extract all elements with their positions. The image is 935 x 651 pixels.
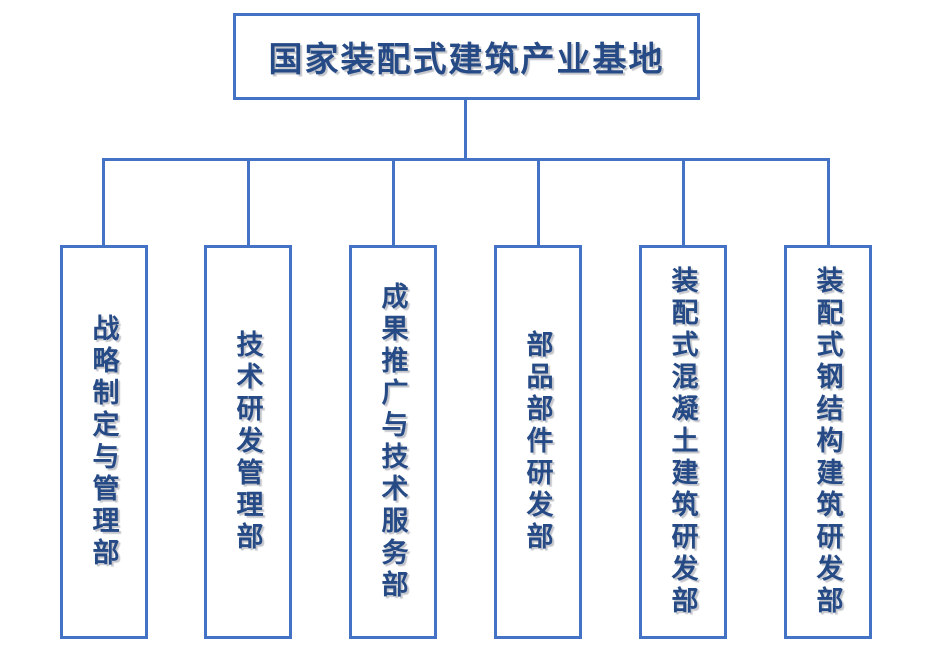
connector-drop-3: [392, 158, 395, 246]
dept-node-strategy: 战略制定与管理部: [60, 245, 148, 639]
connector-drop-6: [827, 158, 830, 246]
dept-node-label: 成果推广与技术服务部: [377, 282, 408, 602]
root-node-label: 国家装配式建筑产业基地: [268, 41, 665, 79]
dept-node-label: 战略制定与管理部: [88, 314, 119, 570]
dept-node-label: 技术研发管理部: [232, 330, 263, 554]
dept-node-label: 装配式钢结构建筑研发部: [812, 266, 843, 618]
dept-node-tech-rd-management: 技术研发管理部: [204, 245, 292, 639]
root-node: 国家装配式建筑产业基地: [233, 13, 700, 100]
connector-root-stub: [464, 100, 467, 160]
dept-node-precast-concrete: 装配式混凝土建筑研发部: [639, 245, 727, 639]
dept-node-promotion-services: 成果推广与技术服务部: [349, 245, 437, 639]
connector-drop-2: [247, 158, 250, 246]
dept-node-label: 装配式混凝土建筑研发部: [667, 266, 698, 618]
dept-node-steel-structure: 装配式钢结构建筑研发部: [784, 245, 872, 639]
dept-node-parts-components: 部品部件研发部: [494, 245, 582, 639]
connector-drop-1: [102, 158, 105, 246]
dept-node-label: 部品部件研发部: [522, 330, 553, 554]
connector-horizontal-bar: [102, 158, 830, 161]
connector-drop-4: [537, 158, 540, 246]
connector-drop-5: [682, 158, 685, 246]
